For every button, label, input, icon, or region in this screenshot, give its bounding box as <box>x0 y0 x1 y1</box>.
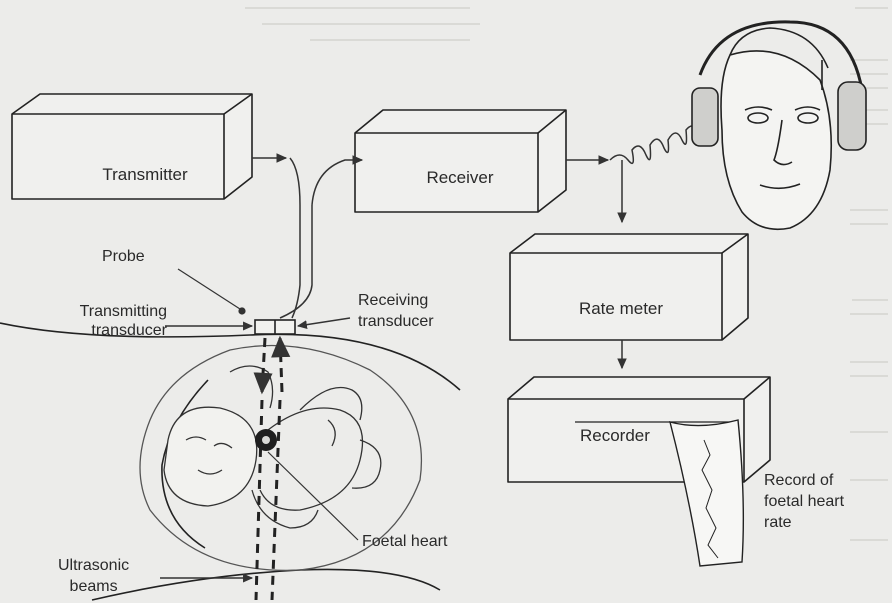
receiving-transducer-line-1: Receiving <box>358 290 434 311</box>
paper-record-strip <box>670 420 743 566</box>
transmitter-label: Transmitter <box>70 165 220 184</box>
rate-meter-label: Rate meter <box>556 299 686 318</box>
foetal-heart-pointer <box>268 452 358 540</box>
foetal-heart <box>255 429 277 451</box>
ultrasound-probe <box>255 320 295 334</box>
receiver-box <box>355 110 566 212</box>
transmitting-transducer-line-1: Transmitting <box>52 302 167 321</box>
headphone-coil <box>610 126 700 163</box>
receiving-transducer-line-2: transducer <box>358 311 434 332</box>
receiver-label: Receiver <box>390 168 530 187</box>
probe-pointer <box>178 269 245 314</box>
ultrasonic-beams-line-1: Ultrasonic <box>58 555 129 576</box>
record-caption-line-2: foetal heart <box>764 491 844 512</box>
listener-head-illustration <box>692 22 866 229</box>
ultrasonic-beams-line-2: beams <box>58 576 129 597</box>
record-caption-line-3: rate <box>764 512 844 533</box>
foetal-heart-label: Foetal heart <box>362 532 447 551</box>
probe-label: Probe <box>102 247 145 266</box>
transmitting-transducer-label: Transmitting transducer <box>52 302 167 340</box>
transmitting-transducer-line-2: transducer <box>52 321 167 340</box>
record-caption: Record of foetal heart rate <box>764 470 844 533</box>
receiving-transducer-label: Receiving transducer <box>358 290 434 332</box>
record-caption-line-1: Record of <box>764 470 844 491</box>
recorder-label: Recorder <box>580 426 650 445</box>
ultrasonic-beams-label: Ultrasonic beams <box>58 555 129 597</box>
ultrasonic-beams <box>256 338 282 600</box>
rate-meter-box <box>510 234 748 340</box>
